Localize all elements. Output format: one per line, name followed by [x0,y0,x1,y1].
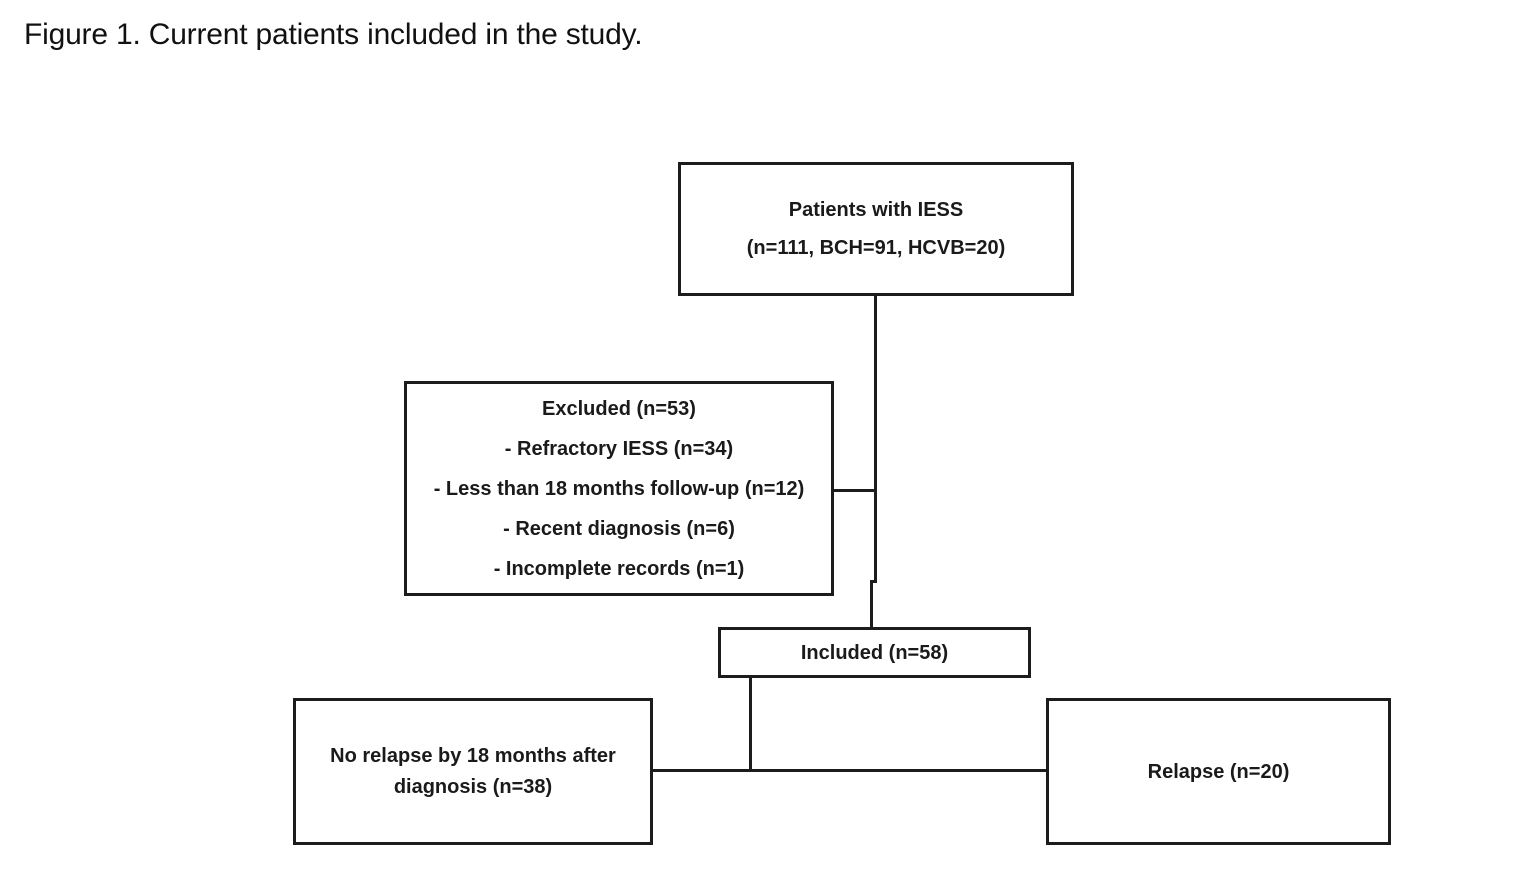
connector-top-to-included-upper [874,293,877,583]
connector-trunk-jog [870,580,877,583]
node-included-label: Included (n=58) [800,641,949,664]
node-patients-with-iess: Patients with IESS (n=111, BCH=91, HCVB=… [678,162,1074,296]
connector-top-to-included-lower [870,580,873,629]
figure-caption: Figure 1. Current patients included in t… [24,18,643,51]
node-excluded-label: Excluded (n=53) - Refractory IESS (n=34)… [433,397,805,580]
node-no-relapse-label: No relapse by 18 months after diagnosis … [330,744,616,798]
connector-included-split-vertical [749,676,752,772]
connector-included-split-horizontal [651,769,1048,772]
node-relapse: Relapse (n=20) [1046,698,1391,845]
connector-trunk-to-excluded [831,489,876,492]
node-included: Included (n=58) [718,627,1031,678]
node-relapse-label: Relapse (n=20) [1147,760,1290,783]
node-excluded: Excluded (n=53) - Refractory IESS (n=34)… [404,381,834,596]
node-no-relapse: No relapse by 18 months after diagnosis … [293,698,653,845]
node-patients-with-iess-label: Patients with IESS (n=111, BCH=91, HCVB=… [746,199,1006,259]
